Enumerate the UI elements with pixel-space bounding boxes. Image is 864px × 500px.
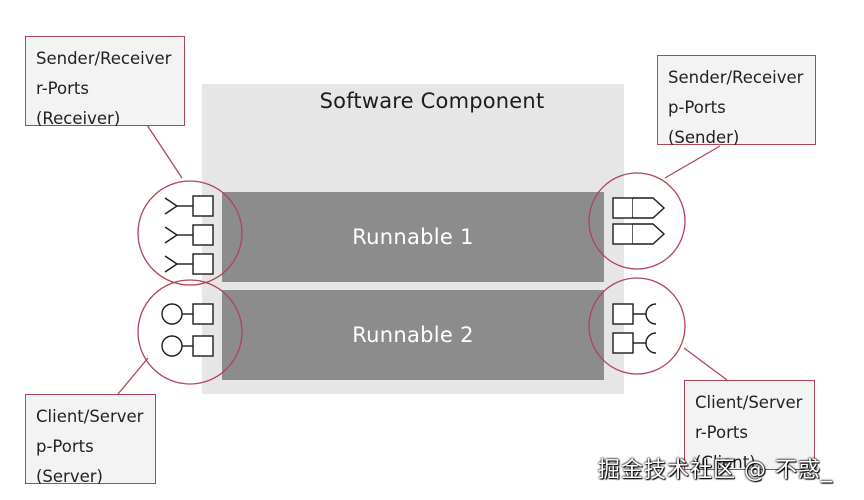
callout-line: p-Ports: [668, 98, 726, 117]
callout-line: (Receiver): [36, 109, 121, 128]
sr-sender-port-2: [612, 223, 634, 245]
sr-sender-port-1: [612, 197, 634, 219]
receiver-fork-icon: [164, 197, 179, 215]
callout-cs-server: Client/Server p-Ports (Server): [25, 394, 156, 486]
cs-client-port-2: [612, 332, 634, 354]
callout-line: Sender/Receiver: [36, 49, 172, 68]
callout-sr-receiver: Sender/Receiver r-Ports (Receiver): [25, 36, 185, 128]
callout-line: p-Ports: [36, 437, 94, 456]
callout-line: (Client): [695, 453, 756, 472]
callout-line: r-Ports: [36, 79, 89, 98]
callout-line: Client/Server: [695, 393, 803, 412]
ring-cs-server: [137, 279, 243, 385]
component-title: Software Component: [319, 89, 545, 113]
cs-client-port-1: [612, 303, 634, 325]
receiver-fork-icon: [164, 226, 179, 244]
runnable-1: Runnable 1: [222, 192, 604, 282]
ring-sr-sender: [588, 172, 686, 270]
ring-sr-receiver: [137, 180, 243, 286]
connector-sr-receiver: [146, 124, 183, 179]
server-ball-icon: [161, 335, 183, 357]
callout-line: Client/Server: [36, 407, 144, 426]
callout-sr-sender: Sender/Receiver p-Ports (Sender): [657, 55, 816, 147]
connector-cs-client: [683, 347, 728, 381]
watermark: 掘金技术社区 @ 不惑_: [598, 458, 833, 483]
server-ball-icon: [161, 303, 183, 325]
connector-cs-server: [117, 357, 149, 395]
sr-receiver-port-3: [192, 253, 214, 275]
cs-server-port-2: [192, 335, 214, 357]
ring-cs-client: [588, 277, 686, 375]
sr-receiver-port-1: [192, 195, 214, 217]
cs-server-port-1: [192, 303, 214, 325]
sender-arrow-icon: [633, 197, 666, 219]
callout-line: Sender/Receiver: [668, 68, 804, 87]
client-socket-icon: [645, 332, 657, 354]
sr-receiver-port-2: [192, 224, 214, 246]
runnable-2: Runnable 2: [222, 290, 604, 380]
connector-sr-sender: [664, 145, 721, 179]
receiver-fork-icon: [164, 255, 179, 273]
callout-cs-client: Client/Server r-Ports (Client): [684, 380, 815, 472]
sender-arrow-icon: [633, 223, 666, 245]
client-socket-icon: [645, 303, 657, 325]
callout-line: (Server): [36, 467, 103, 486]
callout-line: (Sender): [668, 128, 740, 147]
callout-line: r-Ports: [695, 423, 748, 442]
